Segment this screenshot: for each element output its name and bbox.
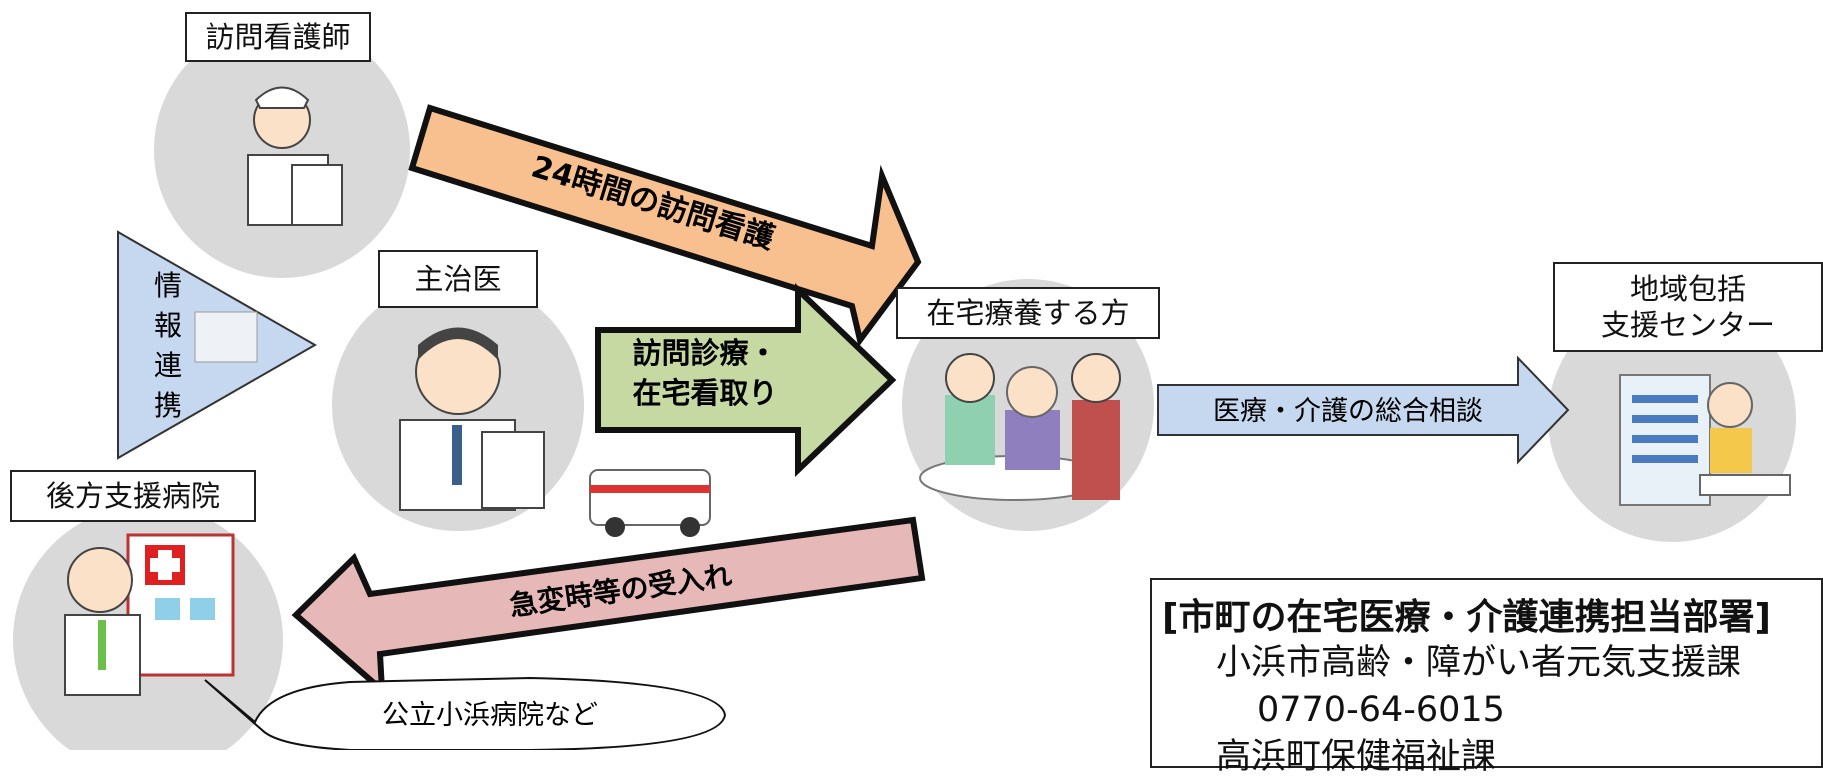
hospital-icon [64,533,235,696]
laptop-icon [194,311,258,363]
nurse-label: 訪問看護師 [185,12,371,62]
info-char-1: 情 [154,269,182,302]
family-icon [919,353,1121,501]
center-label: 地域包括 支援センター [1553,262,1823,352]
emergency-arrow [291,516,926,697]
nurse-icon [247,86,343,226]
visit-arrow-label-1: 訪問診療・ [632,336,777,370]
contact-dept-2: 高浜町保健福祉課 [1216,737,1497,777]
visit-arrow [595,282,897,478]
contact-title: [市町の在宅医療・介護連携担当部署] [1162,597,1771,638]
doctor-icon [399,327,545,511]
nurse-circle [154,22,410,278]
info-char-4: 携 [154,389,182,422]
patient-label: 在宅療養する方 [896,287,1160,339]
contact-phone-1: 0770-64-6015 [1257,690,1505,730]
contact-dept-1: 小浜市高齢・障がい者元気支援課 [1216,643,1742,683]
consult-arrow-label: 医療・介護の総合相談 [1213,396,1483,427]
contact-info-box: [市町の在宅医療・介護連携担当部署] 小浜市高齢・障がい者元気支援課 0770-… [1150,578,1823,777]
doctor-label: 主治医 [378,250,538,308]
consult-arrow [1157,355,1570,465]
speech-bubble [204,676,727,750]
nursing-arrow [408,104,922,347]
support-center-icon [1619,374,1791,506]
visit-arrow-label-2: 在宅看取り [632,376,777,410]
info-char-2: 報 [154,309,182,342]
ambulance-icon [589,469,711,537]
speech-bubble-text: 公立小浜病院など [382,700,598,731]
info-char-3: 連 [154,349,182,382]
hospital-label: 後方支援病院 [10,470,256,522]
diagram-canvas: 24時間の訪問看護 訪問診療・ 在宅看取り 急変時等の受入れ 医療・介護の総合相… [13,22,1796,750]
